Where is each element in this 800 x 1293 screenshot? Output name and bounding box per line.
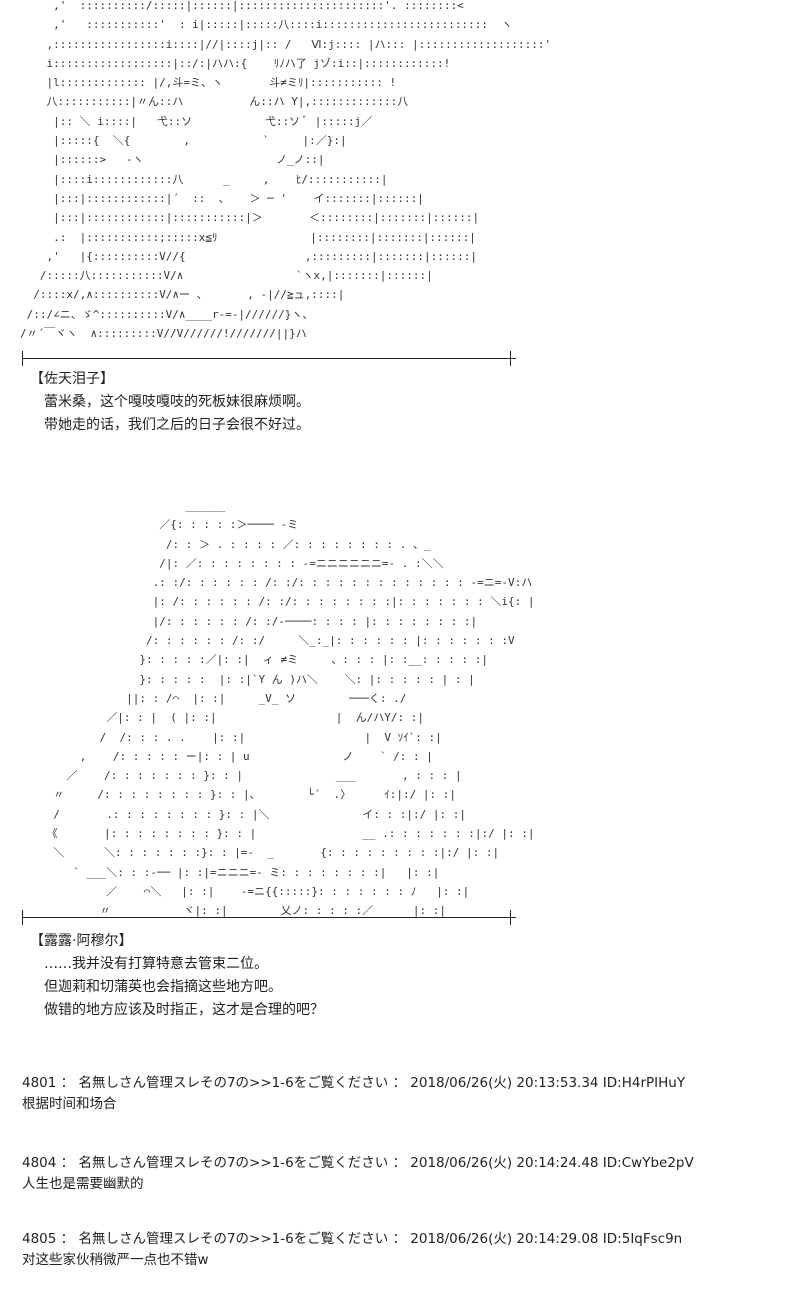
speaker-name: 【佐天泪子】 [30,371,114,387]
dialog-block-saten: 【佐天泪子】 蕾米桑，这个嘎吱嘎吱的死板妹很麻烦啊。 带她走的话，我们之后的日子… [30,368,310,437]
post-header: 4805 ： 名無しさん管理スレその7の>>1-6をご覧ください ： 2018/… [22,1231,683,1247]
divider-1 [22,358,516,359]
post-4801: 4801 ： 名無しさん管理スレその7の>>1-6をご覧ください ： 2018/… [22,1073,685,1115]
divider-2 [22,917,516,918]
post-body: 根据时间和场合 [22,1096,117,1112]
post-4804: 4804 ： 名無しさん管理スレその7の>>1-6をご覧ください ： 2018/… [22,1153,694,1195]
post-header: 4801 ： 名無しさん管理スレその7の>>1-6をご覧ください ： 2018/… [22,1075,686,1091]
post-header: 4804 ： 名無しさん管理スレその7の>>1-6をご覧ください ： 2018/… [22,1155,694,1171]
post-body: 人生也是需要幽默的 [22,1176,144,1192]
dialog-line: ……我并没有打算特意去管束二位。 [44,956,268,972]
dialog-line: 但迦莉和切蒲英也会指摘这些地方吧。 [44,979,282,995]
divider-2-right-tick [510,910,511,925]
divider-1-right-tick [510,351,511,366]
post-4805: 4805 ： 名無しさん管理スレその7の>>1-6をご覧ください ： 2018/… [22,1229,682,1271]
ascii-art-rumia: ,' ::::::::::/:::::|::::::|:::::::::::::… [20,0,552,341]
post-body: 对这些家伙稍微严一点也不错w [22,1252,209,1268]
divider-1-left-tick [22,351,23,366]
divider-2-left-tick [22,910,23,925]
dialog-line: 带她走的话，我们之后的日子会很不好过。 [44,417,310,433]
dialog-line: 做错的地方应该及时指正，这才是合理的吧？ [44,1002,324,1018]
dialog-line: 蕾米桑，这个嘎吱嘎吱的死板妹很麻烦啊。 [44,394,310,410]
speaker-name: 【露露·阿穆尔】 [30,933,133,949]
ascii-art-ruru: ______ ／{: : : : :＞──── -ミ /: : ＞ . : : … [46,499,535,918]
dialog-block-ruru: 【露露·阿穆尔】 ……我并没有打算特意去管束二位。 但迦莉和切蒲英也会指摘这些地… [30,930,324,1022]
